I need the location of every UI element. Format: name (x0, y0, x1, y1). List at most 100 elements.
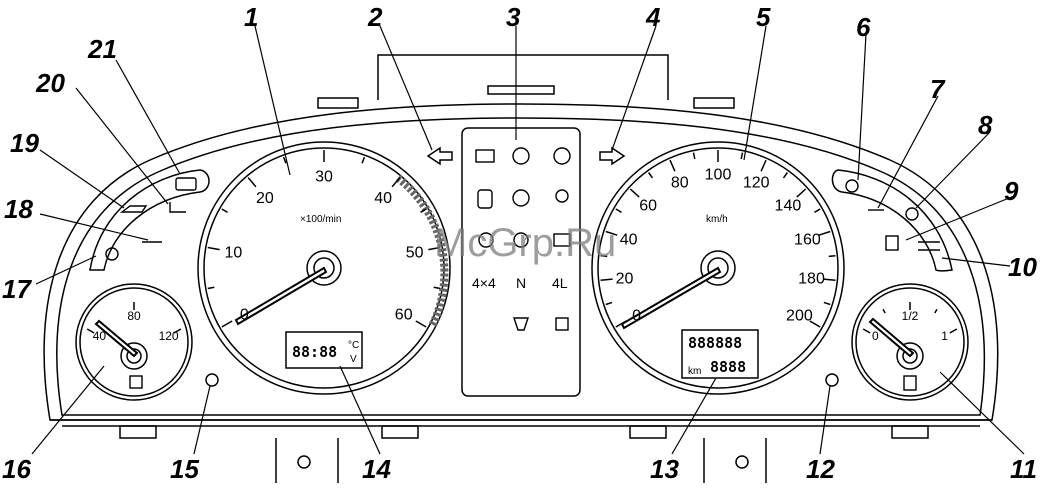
speedometer-tick (606, 302, 612, 304)
callout-9: 9 (1004, 178, 1018, 204)
fuel-tick (950, 329, 957, 333)
speedometer-tick (829, 256, 836, 257)
callout-21: 21 (88, 36, 117, 62)
tachometer-unit: ×100/min (300, 214, 341, 225)
low-fuel-icon (886, 236, 898, 250)
tachometer-tick (222, 321, 232, 327)
speedometer-label: 60 (639, 198, 657, 215)
tachometer-label: 60 (395, 307, 413, 324)
tachometer-tick (416, 321, 426, 327)
fuel-tick (883, 309, 885, 313)
fuel-tick (935, 309, 937, 313)
speedometer-label: 140 (775, 198, 802, 215)
panel-label-4x4: 4×4 (472, 275, 496, 291)
callout-16: 16 (2, 456, 31, 482)
callout-14: 14 (362, 456, 391, 482)
temperature-label: 80 (127, 309, 141, 323)
callout-10: 10 (1008, 254, 1037, 280)
temperature-icon (130, 376, 142, 388)
odometer-unit: km (688, 366, 701, 377)
tachometer-tick (392, 178, 400, 187)
tachometer-tick (208, 287, 215, 288)
tachometer-tick (434, 287, 441, 288)
callout-7: 7 (930, 76, 944, 102)
tachometer-tick (362, 157, 364, 163)
speedometer-tick (824, 302, 830, 304)
speedometer-label: 0 (632, 308, 641, 325)
speedometer-label: 20 (616, 270, 634, 287)
brake-warning-icon (513, 148, 529, 164)
callout-20: 20 (36, 70, 65, 96)
tachometer-label: 40 (374, 190, 392, 207)
parking-brake-icon (554, 148, 570, 164)
callout-5: 5 (756, 4, 770, 30)
speedometer-label: 120 (743, 175, 770, 192)
rear-fog-icon (846, 180, 858, 192)
speedometer-label: 40 (620, 232, 638, 249)
washer-fluid-icon (514, 318, 528, 330)
right-turn-arrow-icon (600, 148, 624, 164)
speedometer-label: 160 (794, 232, 821, 249)
service-lamp-icon (176, 178, 196, 190)
callout-18: 18 (4, 196, 33, 222)
callout-15: 15 (170, 456, 199, 482)
speedometer-tick (616, 209, 622, 212)
speedometer-tick (630, 189, 639, 197)
tachometer-tick (248, 178, 256, 187)
callout-19: 19 (10, 130, 39, 156)
battery-icon (476, 150, 494, 162)
callout-1: 1 (244, 4, 258, 30)
oil-pressure-icon (122, 206, 146, 212)
temperature-label: 40 (93, 329, 107, 343)
speedometer-tick (649, 173, 653, 178)
odometer-trip: 888888 (688, 334, 742, 352)
temperature-label: 120 (159, 329, 179, 343)
speedometer-label: 200 (786, 308, 813, 325)
speedometer-tick (670, 160, 675, 171)
door-open-icon (478, 190, 492, 208)
speedometer-tick (601, 279, 613, 280)
fuel-label: 0 (872, 329, 879, 343)
callout-11: 11 (1010, 456, 1037, 482)
panel-label-4l: 4L (552, 275, 568, 291)
callout-2: 2 (368, 4, 382, 30)
coolant-level-icon (170, 202, 186, 212)
bottom-bracket-right (704, 438, 766, 483)
speedometer-tick (815, 209, 821, 212)
speedometer-tick (694, 153, 695, 159)
glow-plug-icon (106, 248, 118, 260)
callout-17: 17 (2, 276, 31, 302)
fuel-tick (863, 329, 870, 333)
speedometer-tick (784, 173, 788, 178)
fuel-label: 1 (941, 329, 948, 343)
speedometer-unit: km/h (706, 214, 728, 225)
immobilizer-icon (556, 318, 568, 330)
abs-icon (513, 190, 529, 206)
tachometer-label: 50 (406, 245, 424, 262)
fuel-pump-icon (904, 376, 916, 390)
fuel-label: 1/2 (902, 309, 919, 323)
tachometer-label: 10 (225, 245, 243, 262)
tachometer-label: 30 (315, 169, 333, 186)
clock-unit-volt: V (350, 354, 357, 365)
callout-4: 4 (646, 4, 660, 30)
callout-3: 3 (506, 4, 520, 30)
watermark: McGrp.Ru (434, 221, 616, 265)
seatbelt-icon (556, 190, 568, 202)
left-turn-arrow-icon (428, 148, 452, 164)
tachometer-label: 0 (240, 307, 249, 324)
clock-unit-temp: °C (348, 340, 359, 351)
callout-6: 6 (856, 14, 870, 40)
tachometer-tick (208, 248, 220, 250)
clock-digits: 88:88 (292, 343, 337, 361)
front-fog-icon (906, 208, 918, 220)
speedometer-tick (797, 189, 806, 197)
odometer-total: 8888 (710, 358, 746, 376)
speedometer-tick (761, 160, 766, 171)
tachometer-needle (236, 268, 326, 324)
speedometer-tick (823, 279, 835, 280)
reset-knob-left (206, 374, 218, 386)
bottom-bracket-left (276, 438, 338, 483)
speedometer-label: 100 (705, 167, 732, 184)
